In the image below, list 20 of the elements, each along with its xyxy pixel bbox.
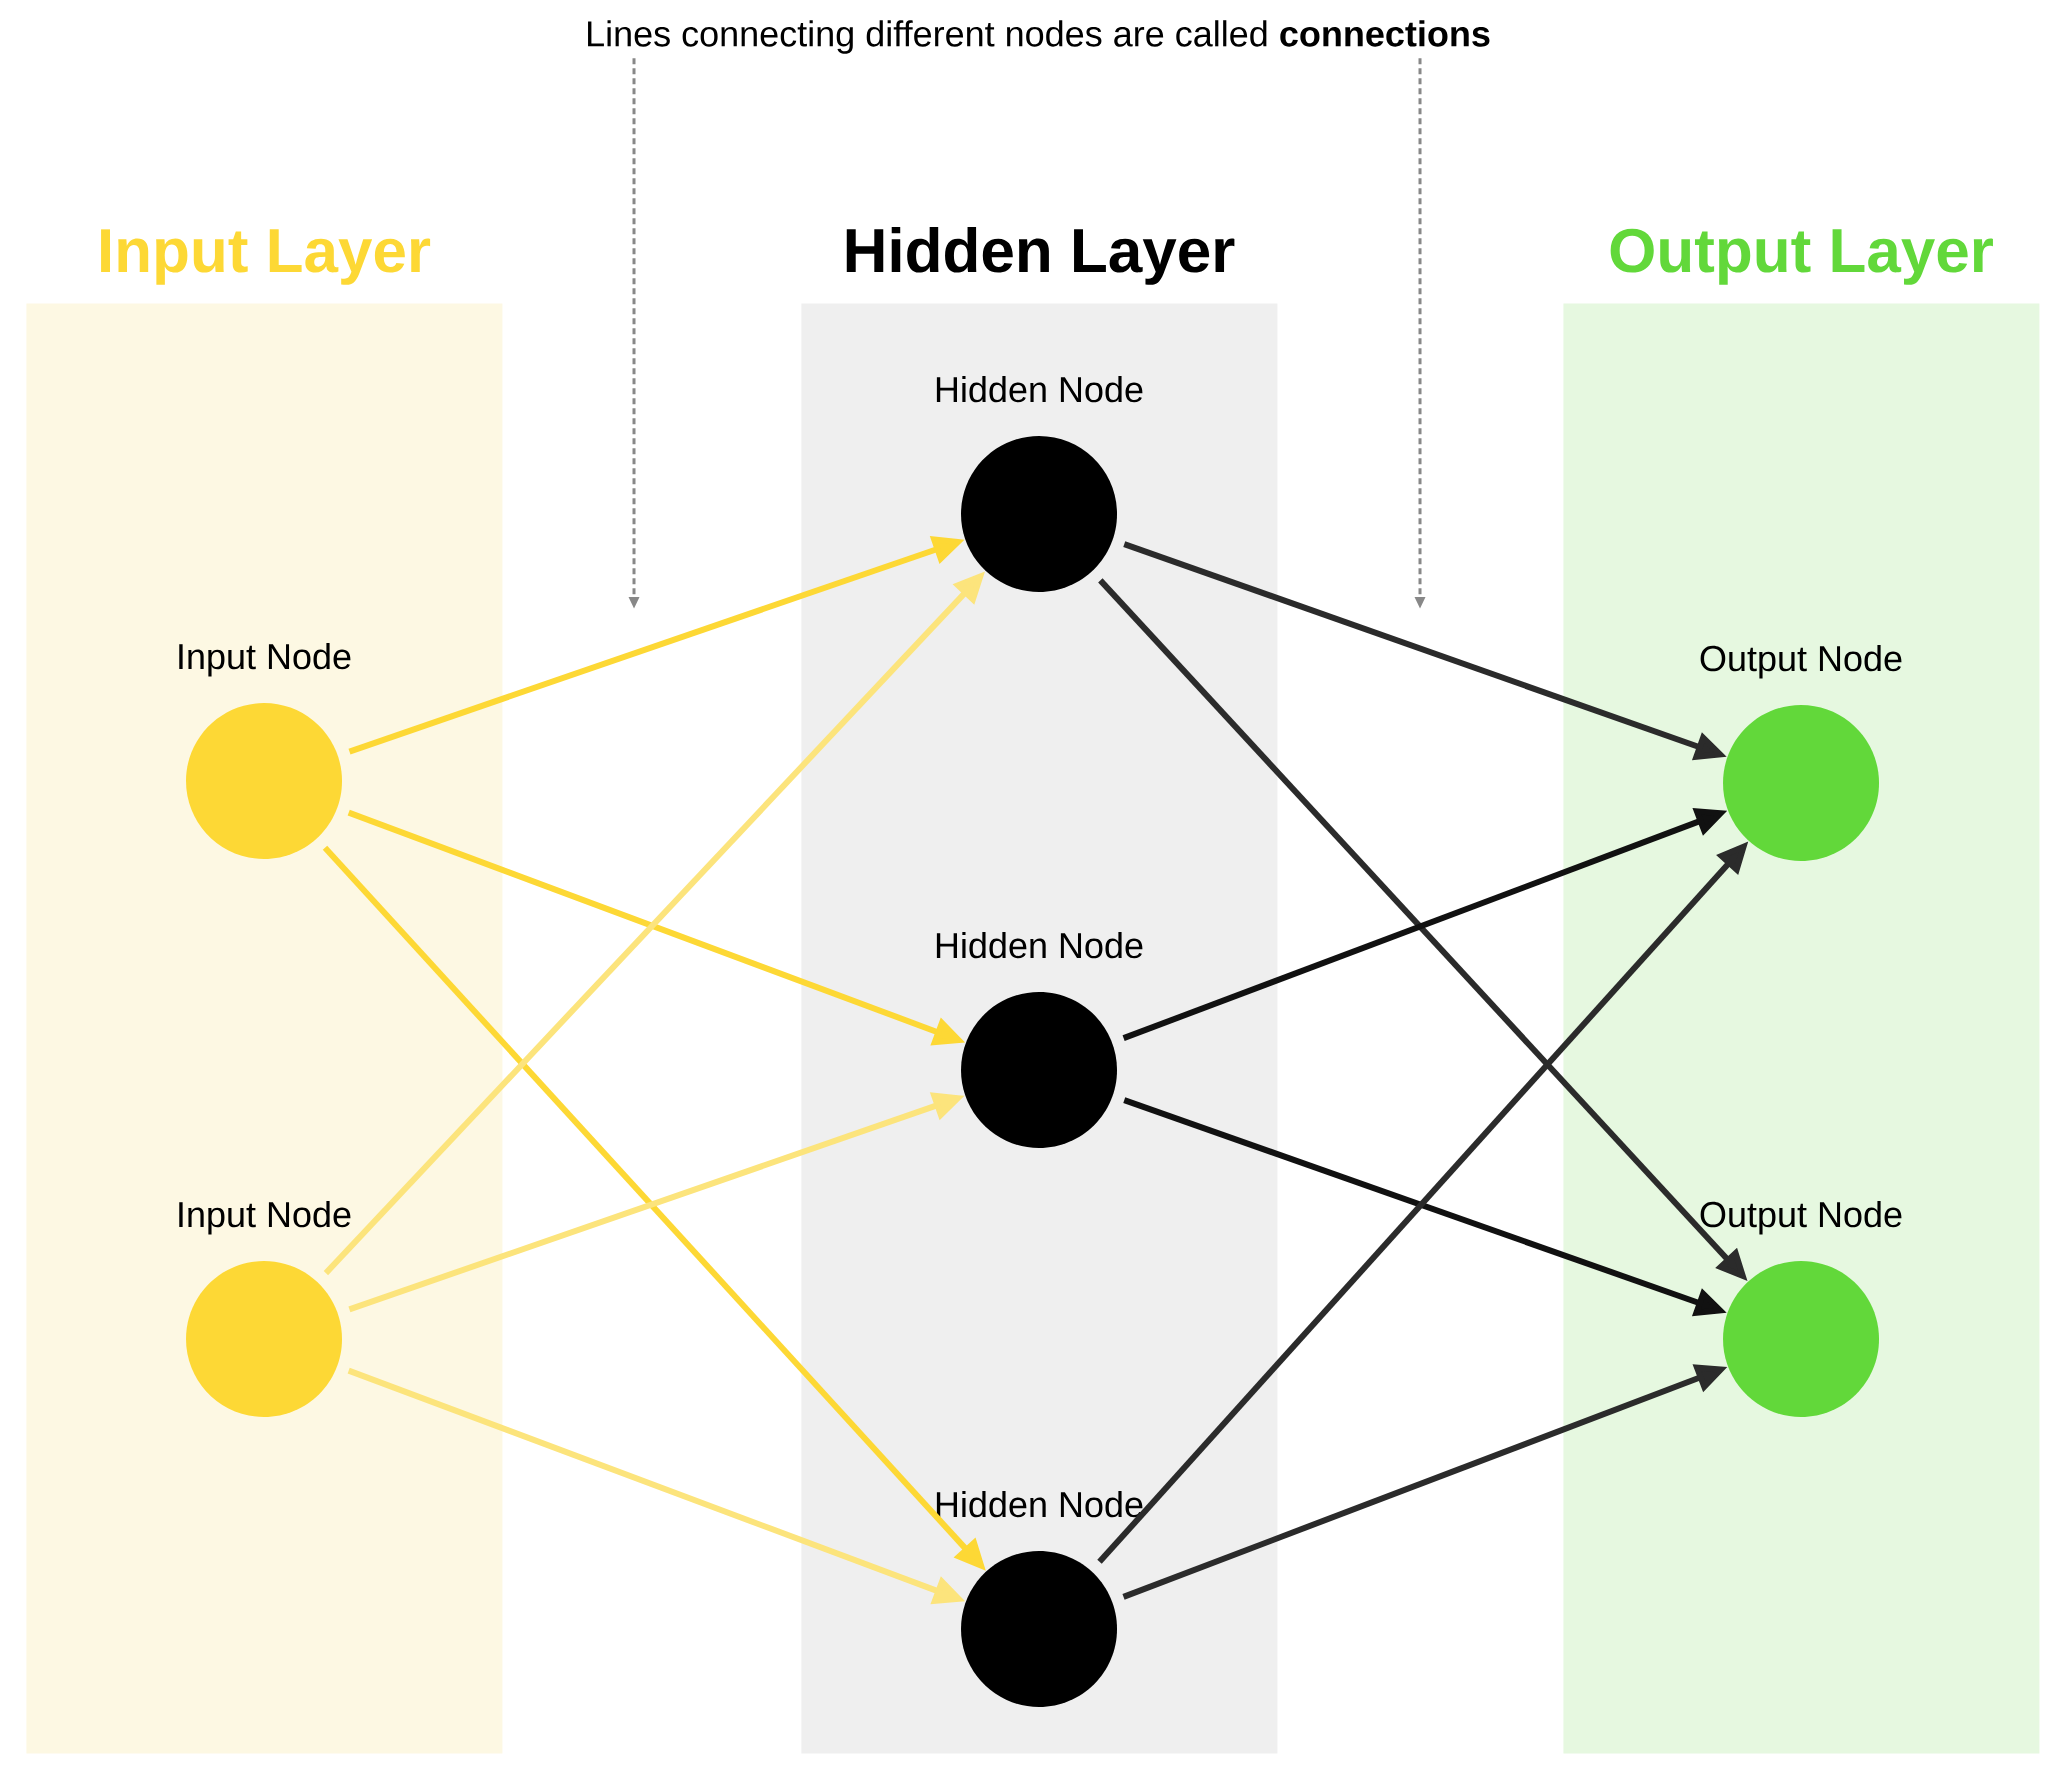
node-label: Input Node bbox=[179, 1200, 351, 1235]
neuron-circle bbox=[961, 436, 1117, 592]
node-label: Hidden Node bbox=[936, 375, 1143, 403]
node-label: Output Node bbox=[1700, 1200, 1902, 1235]
neuron-circle bbox=[186, 1261, 342, 1417]
layer-band bbox=[26, 303, 503, 1754]
annotation-text: Lines connecting different nodes are called connections bbox=[588, 20, 1490, 54]
neuron-circle bbox=[961, 992, 1117, 1148]
neuron-circle bbox=[186, 703, 342, 859]
neuron-circle bbox=[1723, 705, 1879, 861]
node-label: Hidden Node bbox=[936, 1490, 1143, 1518]
node-label: Hidden Node bbox=[936, 931, 1143, 959]
node-label: Output Node bbox=[1700, 644, 1902, 679]
layer-heading: Input Layer bbox=[101, 229, 431, 285]
node-label: Input Node bbox=[179, 642, 351, 677]
layer-band bbox=[1563, 303, 2040, 1754]
layer-heading: Hidden Layer bbox=[846, 227, 1235, 285]
neuron-circle bbox=[1723, 1261, 1879, 1417]
layer-heading: Output Layer bbox=[1610, 228, 1993, 285]
neuron-circle bbox=[961, 1551, 1117, 1707]
